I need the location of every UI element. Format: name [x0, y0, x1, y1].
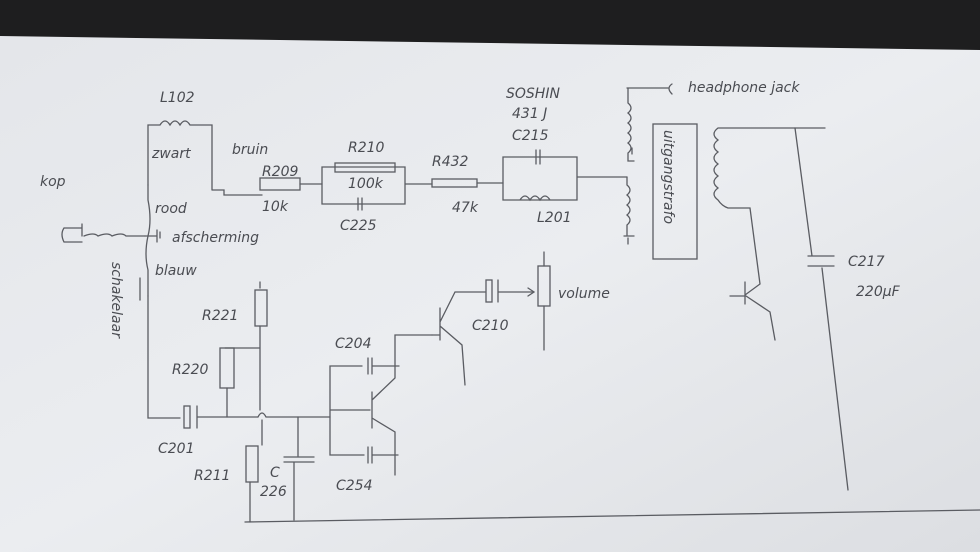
label-c254: C254	[336, 478, 373, 494]
label-c215: C215	[512, 128, 549, 144]
label-c217: C217	[848, 254, 885, 270]
label-r432-value: 47k	[452, 200, 479, 216]
label-c204: C204	[335, 336, 372, 352]
paper-sheet	[0, 36, 980, 552]
wiring	[61, 83, 980, 523]
label-soshin: SOSHIN	[506, 86, 560, 102]
label-c225: C225	[340, 218, 377, 234]
label-bruin: bruin	[232, 142, 268, 158]
label-r209: R209	[262, 164, 299, 180]
label-headphone-jack: headphone jack	[688, 80, 800, 96]
label-l201: L201	[537, 210, 572, 226]
label-zwart: zwart	[151, 146, 191, 162]
label-soshin-part: 431 J	[512, 106, 547, 122]
label-afscherming: afscherming	[172, 230, 259, 246]
label-blauw: blauw	[155, 263, 197, 279]
label-schakelaar: schakelaar	[108, 262, 124, 339]
label-c217-value: 220µF	[856, 284, 901, 300]
label-r211: R211	[194, 468, 230, 484]
label-volume: volume	[558, 286, 610, 302]
label-c226-b: 226	[260, 484, 287, 500]
label-c226-a: C	[270, 465, 280, 481]
label-c210: C210	[472, 318, 509, 334]
label-r221: R221	[202, 308, 238, 324]
label-l102: L102	[160, 90, 195, 106]
label-c201: C201	[158, 441, 195, 457]
label-r210-value: 100k	[348, 176, 384, 192]
label-kop: kop	[40, 174, 66, 190]
label-r209-value: 10k	[262, 199, 289, 215]
label-r220: R220	[172, 362, 209, 378]
label-r210: R210	[348, 140, 385, 156]
label-rood: rood	[155, 201, 187, 217]
label-uitgangstrafo: uitgangstrafo	[660, 130, 676, 224]
label-r432: R432	[432, 154, 469, 170]
